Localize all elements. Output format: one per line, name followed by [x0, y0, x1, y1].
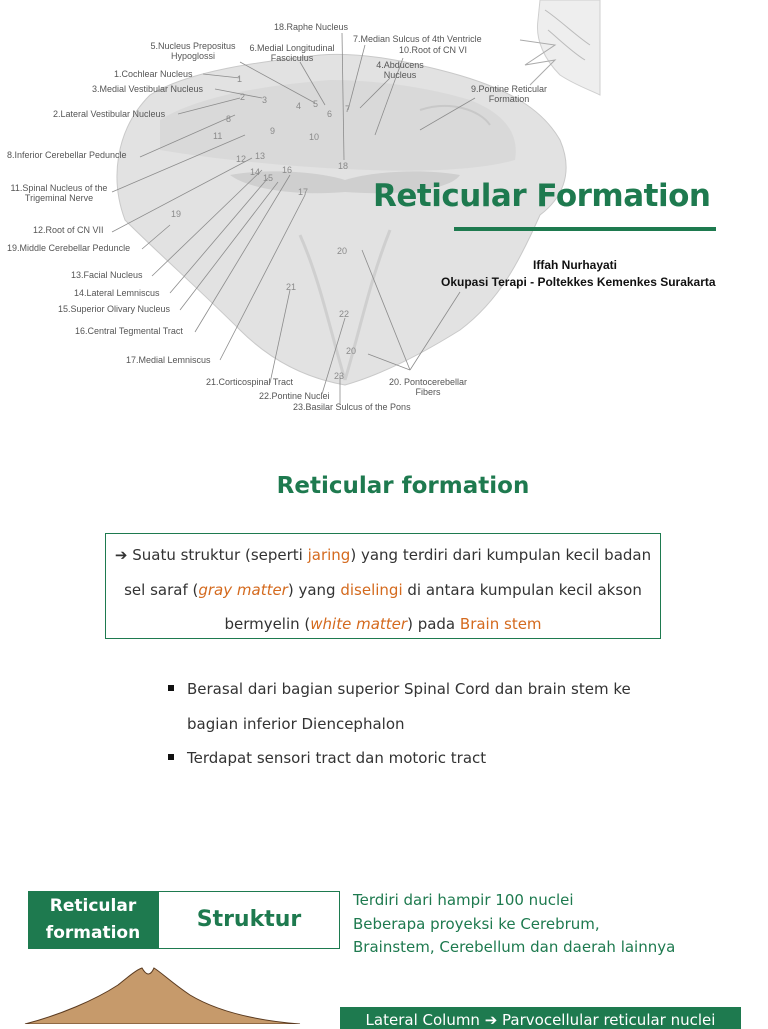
region-number: 12: [236, 154, 247, 164]
label-middle-cerebellar-peduncle: 19.Middle Cerebellar Peduncle: [7, 243, 131, 253]
definition-box: ➔ Suatu struktur (seperti jaring) yang t…: [105, 533, 661, 639]
struktur-line: Beberapa proyeksi ke Cerebrum,: [353, 914, 600, 933]
pons-illustration: [111, 0, 601, 405]
list-item: Berasal dari bagian superior Spinal Cord…: [166, 672, 686, 741]
region-number: 8: [226, 114, 232, 124]
region-number: 6: [327, 109, 333, 119]
label-root-cn-vii: 12.Root of CN VII: [33, 225, 104, 235]
region-number: 5: [313, 99, 319, 109]
label-pontine-nuclei: 22.Pontine Nuclei: [259, 391, 330, 401]
author-affiliation: Okupasi Terapi - Poltekkes Kemenkes Sura…: [441, 275, 716, 289]
highlight-term: white matter: [310, 615, 408, 633]
region-number: 20: [337, 246, 348, 256]
label-corticospinal-tract: 21.Corticospinal Tract: [206, 377, 294, 387]
label-superior-olivary-nucleus: 15.Superior Olivary Nucleus: [58, 304, 171, 314]
label-medial-lemniscus: 17.Medial Lemniscus: [126, 355, 211, 365]
struktur-description: Terdiri dari hampir 100 nuclei Beberapa …: [353, 889, 675, 960]
region-number: 19: [171, 209, 182, 219]
bullet-list: Berasal dari bagian superior Spinal Cord…: [166, 672, 686, 776]
label-facial-nucleus: 13.Facial Nucleus: [71, 270, 143, 280]
label-basilar-sulcus: 23.Basilar Sulcus of the Pons: [293, 402, 411, 412]
region-number: 10: [309, 132, 320, 142]
region-number: 7: [345, 104, 351, 114]
author-name: Iffah Nurhayati: [533, 258, 618, 272]
region-number: 9: [270, 126, 276, 136]
region-number: 22: [339, 309, 350, 319]
label-lateral-lemniscus: 14.Lateral Lemniscus: [74, 288, 160, 298]
section-heading: Reticular formation: [276, 473, 530, 499]
page-title: Reticular Formation: [373, 178, 711, 214]
region-number: 3: [262, 95, 268, 105]
struktur-line: Terdiri dari hampir 100 nuclei: [353, 891, 574, 909]
label-median-sulcus: 7.Median Sulcus of 4th Ventricle: [353, 34, 482, 44]
struktur-box: Struktur: [158, 891, 340, 949]
region-number: 23: [334, 371, 345, 381]
region-number: 1: [237, 74, 243, 84]
arrow-icon: ➔: [114, 546, 128, 564]
definition-text: Suatu struktur (seperti: [127, 546, 308, 564]
region-number: 18: [338, 161, 349, 171]
highlight-term: diselingi: [340, 580, 403, 599]
list-item: Terdapat sensori tract dan motoric tract: [166, 741, 686, 776]
region-number: 15: [263, 173, 274, 183]
definition-text: ) yang: [287, 580, 341, 599]
title-underline: [454, 227, 716, 231]
definition-text: ) pada: [407, 615, 460, 633]
label-nucleus-prepositus: 5.Nucleus Prepositus Hypoglossi: [150, 41, 236, 61]
brainstem-illustration: [24, 967, 301, 1024]
definition-text: ) yang terdiri dari kumpulan kecil badan…: [124, 546, 652, 599]
region-number: 20: [346, 346, 357, 356]
region-number: 14: [250, 167, 261, 177]
label-cochlear-nucleus: 1.Cochlear Nucleus: [114, 69, 193, 79]
highlight-term: gray matter: [198, 580, 288, 599]
lateral-column-bar: Lateral Column ➔ Parvocellular reticular…: [340, 1007, 741, 1029]
region-number: 13: [255, 151, 266, 161]
struktur-line: Brainstem, Cerebellum dan daerah lainnya: [353, 938, 676, 956]
reticular-formation-box: Reticular formation: [28, 891, 158, 949]
label-spinal-nucleus-trigeminal: 11.Spinal Nucleus of the Trigeminal Nerv…: [10, 183, 108, 203]
region-number: 17: [298, 187, 309, 197]
region-number: 2: [240, 92, 246, 102]
definition-text: di antara kumpulan kecil akson bermyelin…: [224, 580, 642, 634]
label-pontine-reticular-formation: 9.Pontine Reticular Formation: [470, 84, 548, 104]
label-abducens-nucleus: 4.Abducens Nucleus: [376, 60, 424, 80]
label-root-cn-vi: 10.Root of CN VI: [399, 45, 468, 55]
region-number: 11: [213, 131, 223, 141]
highlight-term: Brain stem: [459, 615, 542, 633]
label-central-tegmental-tract: 16.Central Tegmental Tract: [75, 326, 183, 336]
label-medial-longitudinal-fasciculus: 6.Medial Longitudinal Fasciculus: [249, 43, 335, 63]
highlight-term: jaring: [307, 546, 351, 564]
region-number: 4: [296, 101, 302, 111]
region-number: 21: [286, 282, 297, 292]
label-lateral-vestibular-nucleus: 2.Lateral Vestibular Nucleus: [53, 109, 166, 119]
label-medial-vestibular-nucleus: 3.Medial Vestibular Nucleus: [92, 84, 204, 94]
region-number: 16: [282, 165, 293, 175]
label-pontocerebellar-fibers: 20. Pontocerebellar Fibers: [388, 377, 468, 397]
label-raphe-nucleus: 18.Raphe Nucleus: [274, 22, 349, 32]
pons-cross-section-diagram: 1 2 3 4 5 6 7 8 9 10 11 12 13 14 15 16 1…: [0, 0, 768, 430]
label-inferior-cerebellar-peduncle: 8.Inferior Cerebellar Peduncle: [7, 150, 127, 160]
